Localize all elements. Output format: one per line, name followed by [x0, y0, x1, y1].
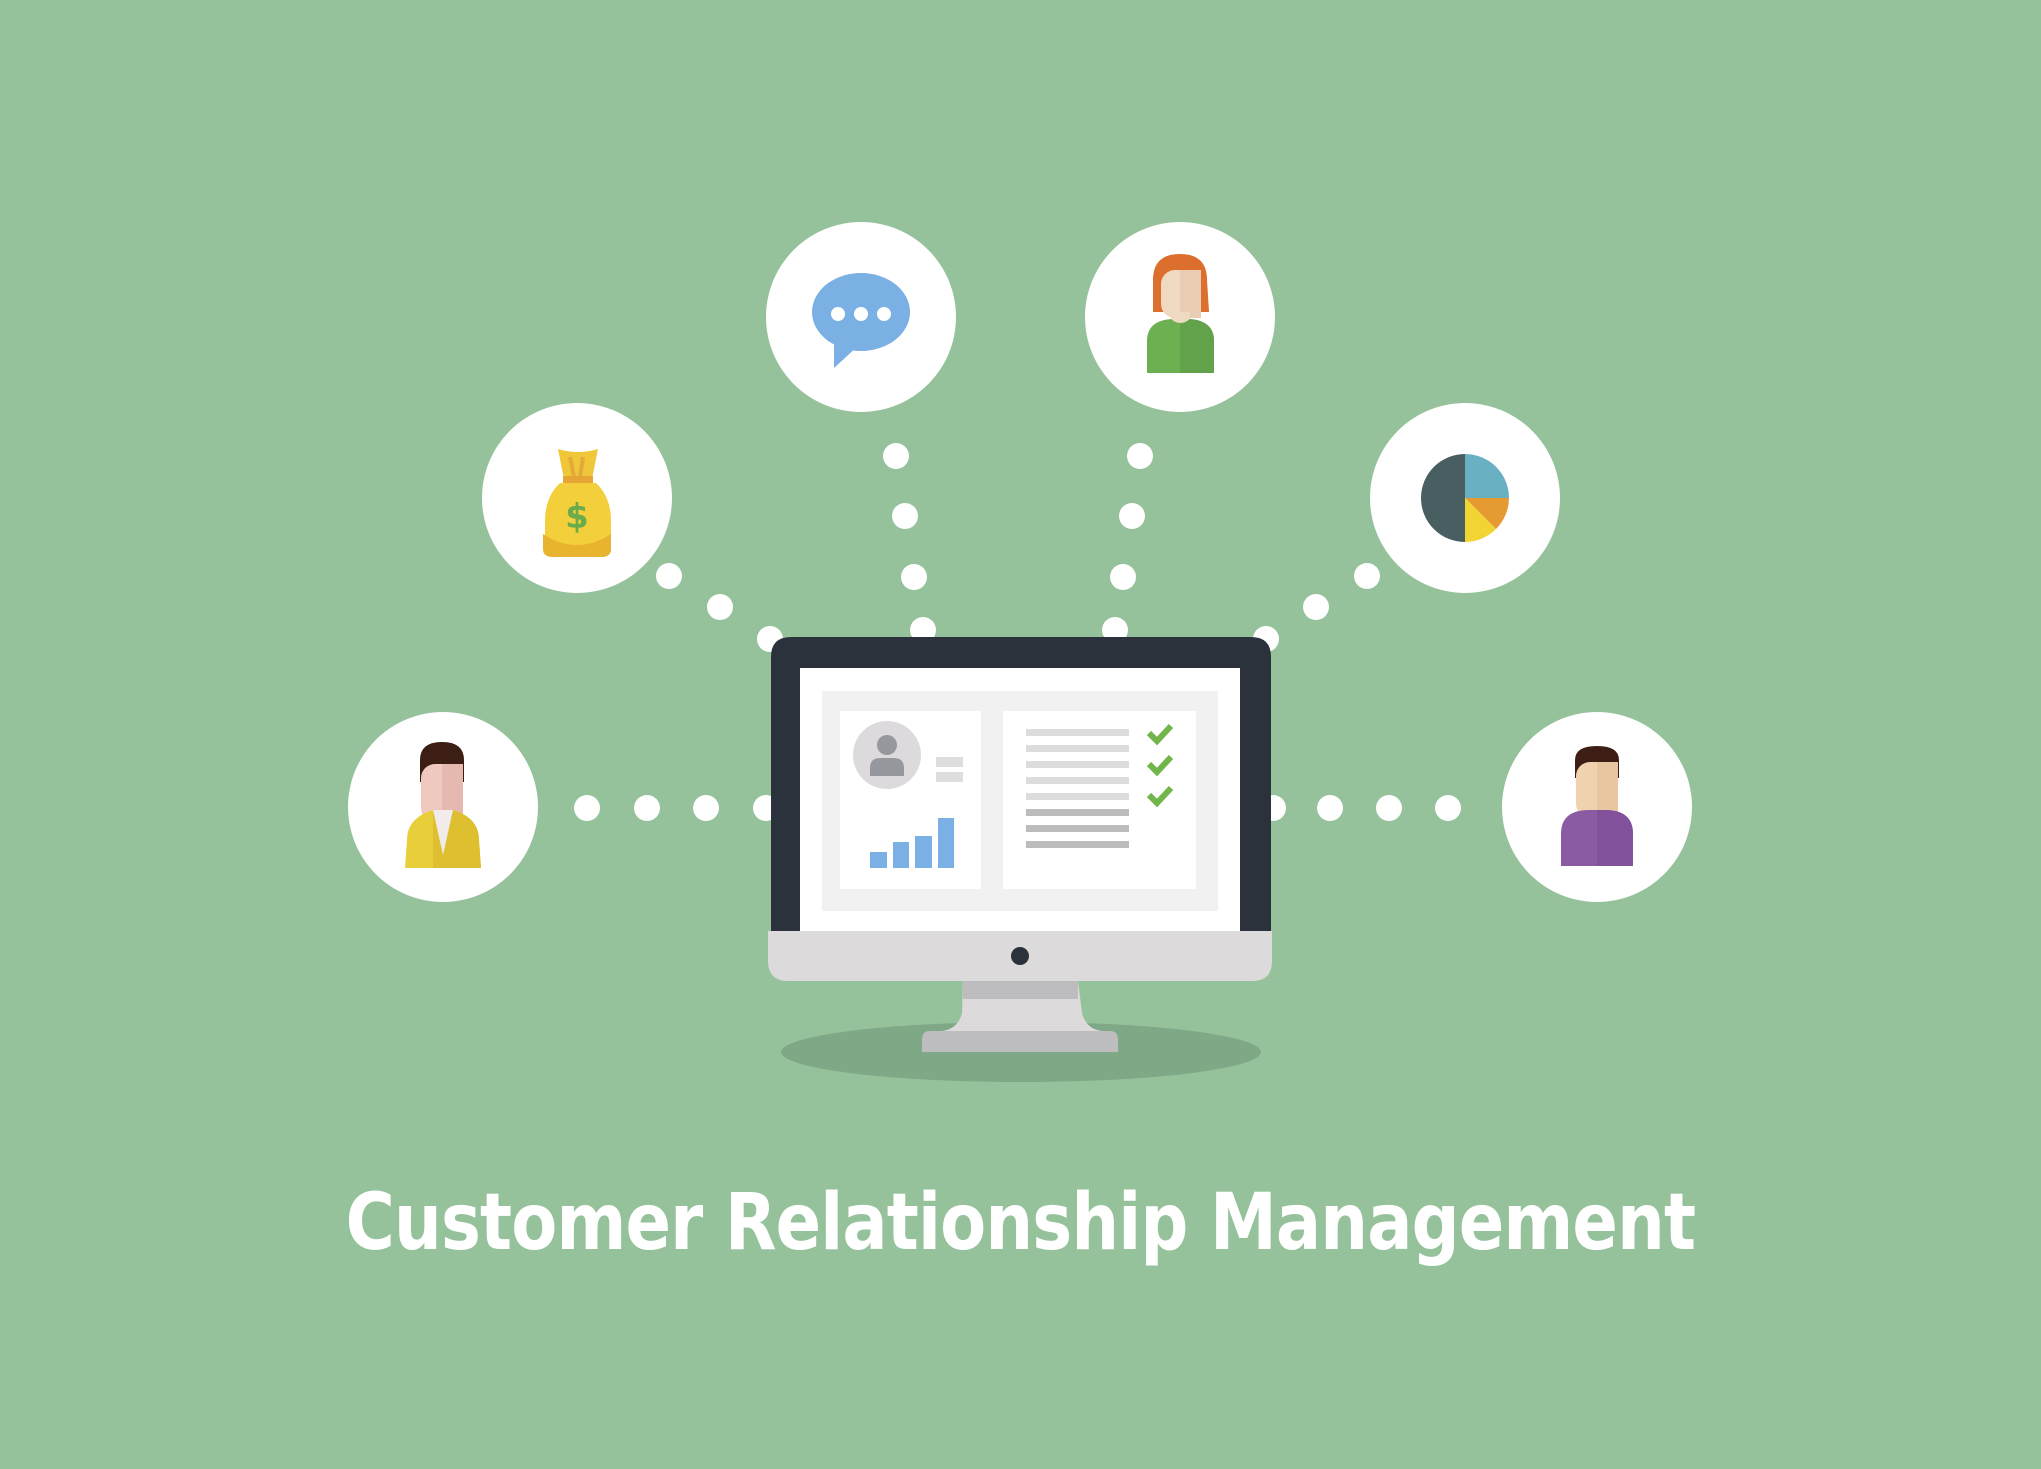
chat-node[interactable]: [766, 222, 956, 412]
pie-chart-icon: [1421, 454, 1509, 542]
connector-dots: [574, 443, 1461, 821]
customer-woman-node[interactable]: [1085, 222, 1275, 412]
page-title: Customer Relationship Management: [345, 1178, 1696, 1268]
customer-man-yellow-node[interactable]: [348, 712, 538, 902]
money-bag-node[interactable]: $: [482, 403, 672, 593]
analytics-node[interactable]: [1370, 403, 1560, 593]
man-avatar-icon: [405, 742, 481, 868]
money-bag-icon: $: [543, 449, 611, 557]
camera-dot: [1011, 947, 1029, 965]
man-avatar-icon: [1561, 746, 1633, 866]
woman-avatar-icon: [1147, 254, 1214, 373]
bar-chart-icon: [870, 818, 954, 868]
customer-man-purple-node[interactable]: [1502, 712, 1692, 902]
svg-text:$: $: [565, 497, 589, 537]
check-icons: [1146, 723, 1174, 808]
checklist-card: [1003, 711, 1196, 889]
profile-card: [840, 711, 981, 889]
monitor: [768, 637, 1272, 1082]
chat-bubble-icon: [812, 273, 910, 368]
